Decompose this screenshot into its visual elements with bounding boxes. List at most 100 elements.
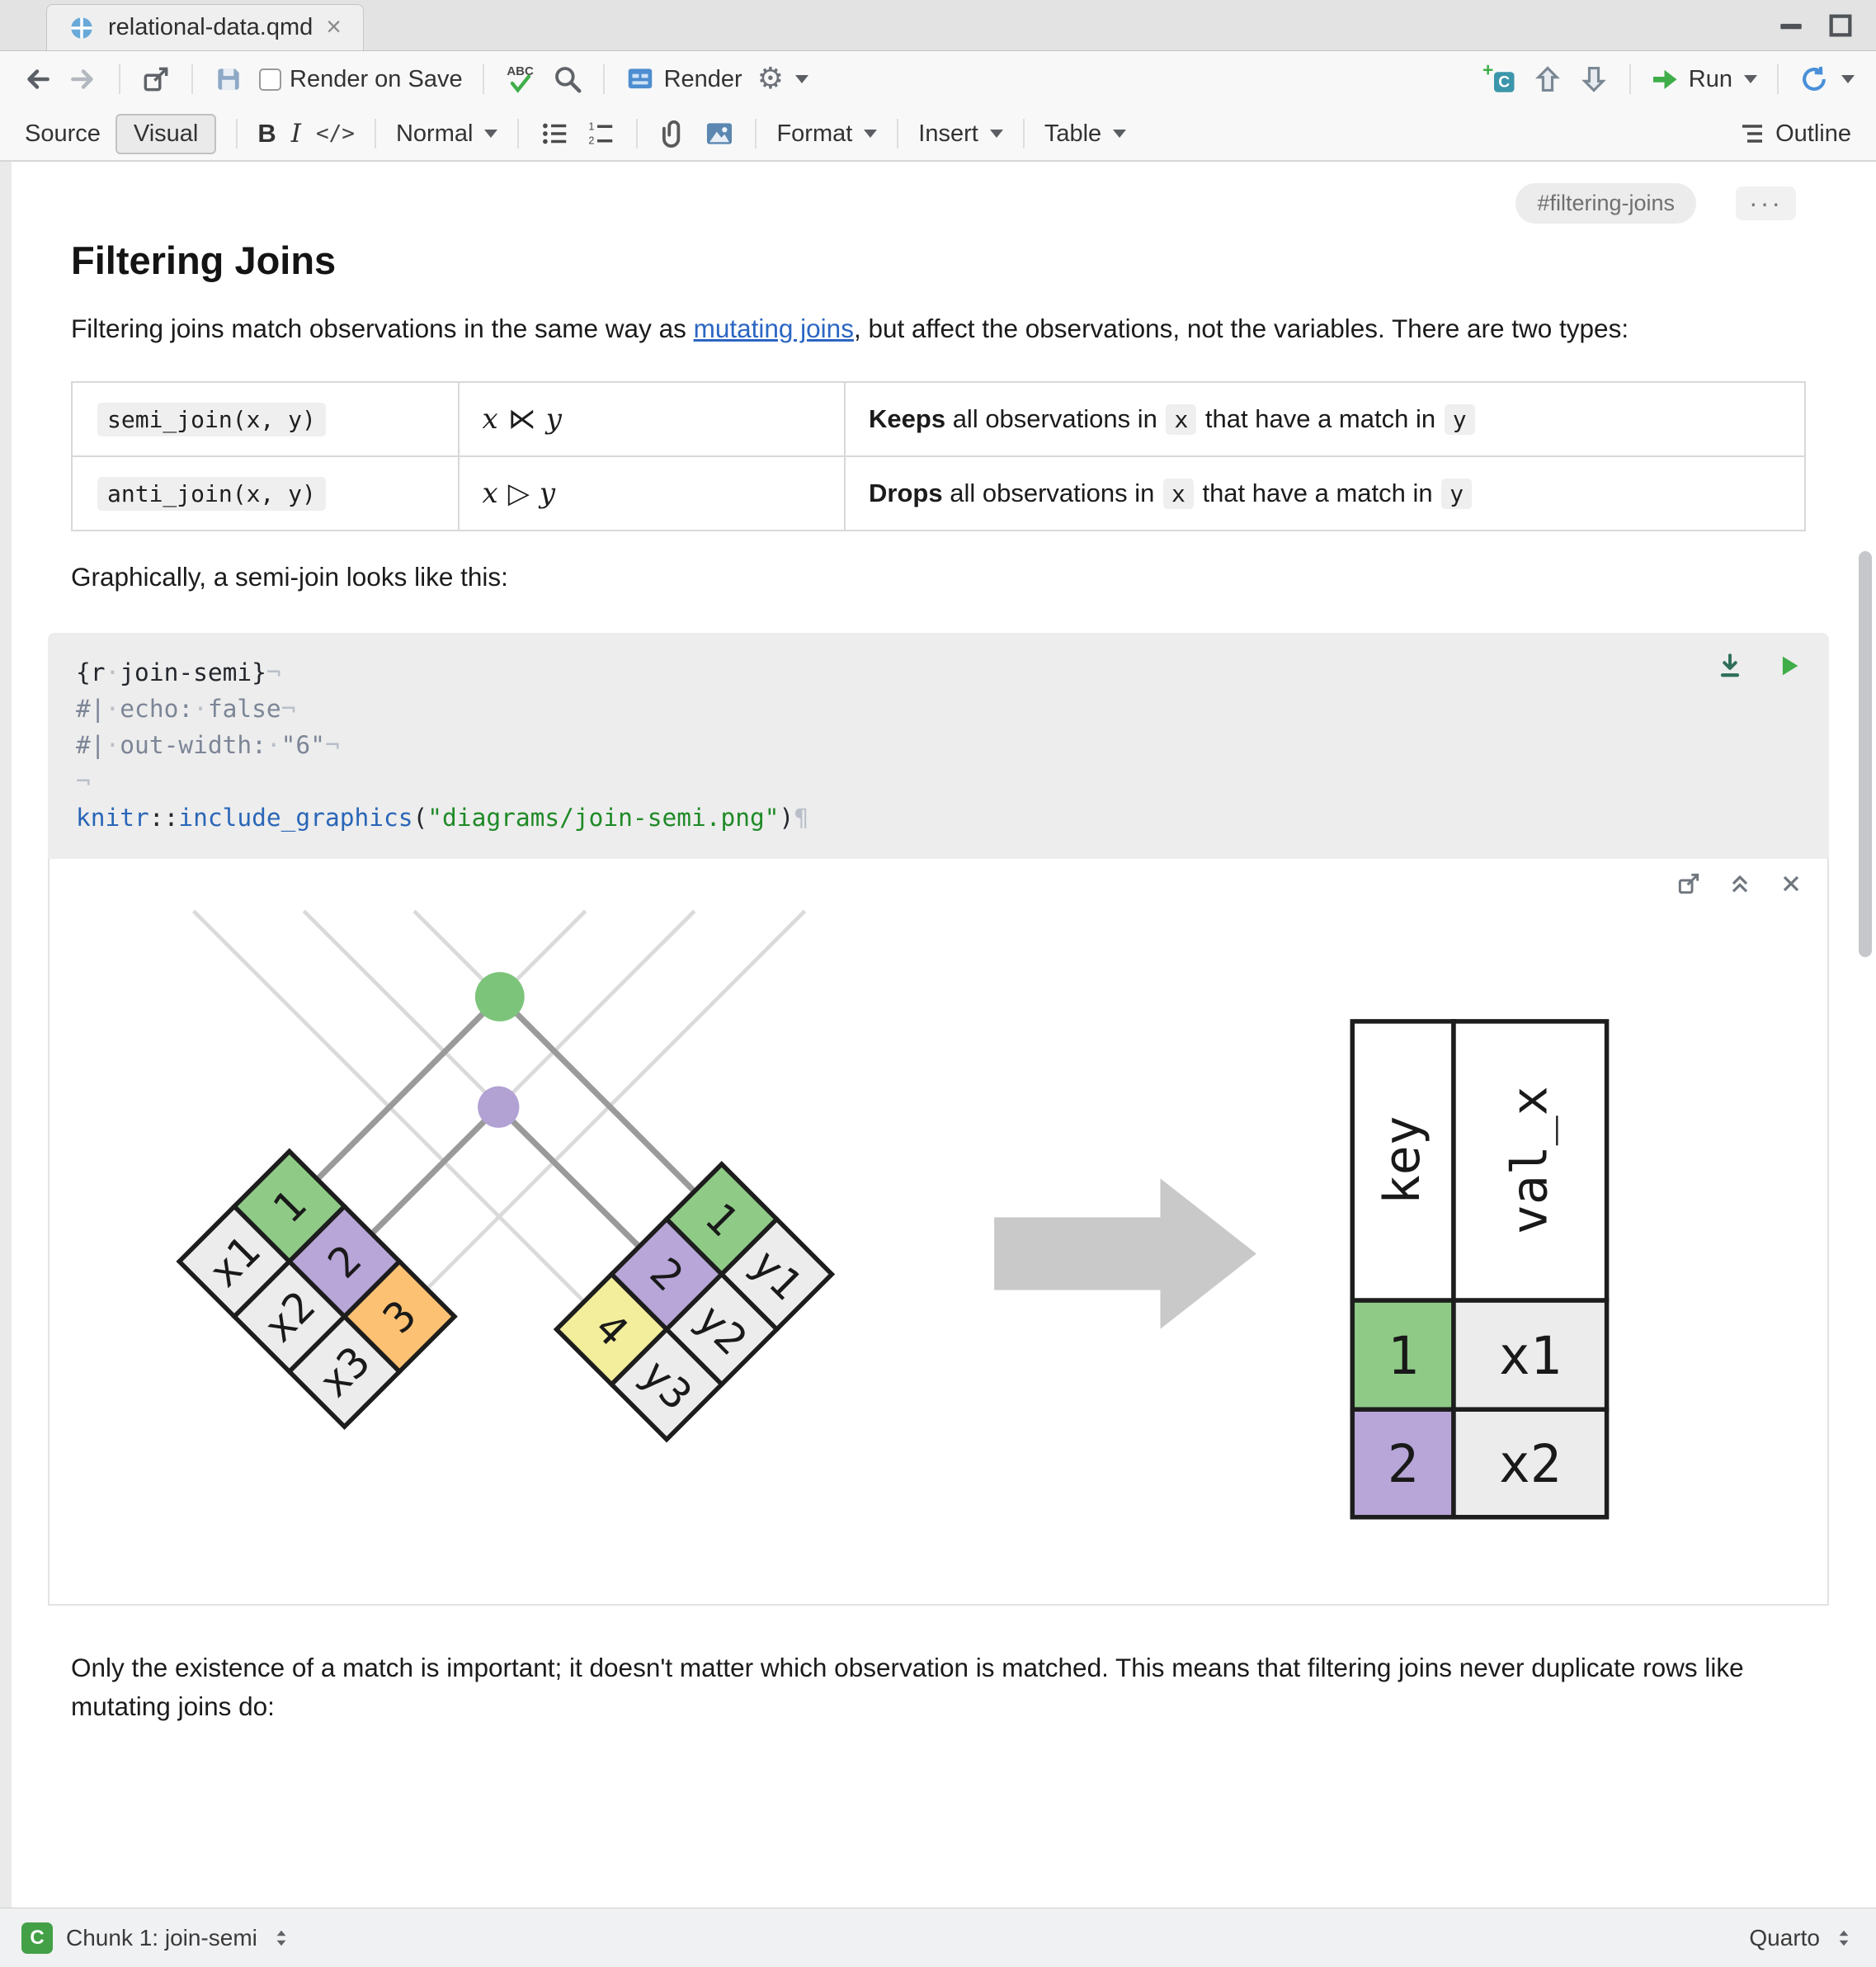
insert-menu[interactable]: Insert: [918, 120, 1003, 148]
italic-button[interactable]: I: [290, 119, 301, 149]
join-types-table: semi_join(x, y) x⋉y Keeps all observatio…: [71, 381, 1806, 531]
collapse-output-icon[interactable]: [1727, 870, 1753, 897]
toolbar-separator: [897, 119, 899, 149]
table-menu[interactable]: Table: [1044, 120, 1127, 148]
tab-relational-data[interactable]: relational-data.qmd ×: [46, 4, 364, 50]
clear-output-icon[interactable]: [1778, 870, 1804, 897]
inline-code: y: [1444, 404, 1475, 435]
code-line[interactable]: knitr::include_graphics("diagrams/join-s…: [76, 804, 809, 832]
save-icon[interactable]: [213, 64, 244, 95]
link-icon[interactable]: [658, 118, 689, 149]
inline-code-button[interactable]: </>: [316, 121, 355, 146]
render-on-save-checkbox[interactable]: [259, 68, 281, 91]
gear-icon: ⚙: [757, 62, 784, 96]
graphically-paragraph[interactable]: Graphically, a semi-join looks like this…: [71, 562, 508, 592]
image-icon[interactable]: [704, 118, 735, 149]
anti-join-operator: ▷: [507, 477, 530, 510]
math-var: x: [482, 403, 498, 436]
join-semi-diagram: x1 x2 x3 1 2 3: [176, 909, 1610, 1520]
open-in-window-icon[interactable]: [1676, 870, 1702, 897]
code-line[interactable]: #|·out-width:·"6"¬: [76, 731, 340, 759]
inline-code: y: [1441, 479, 1473, 509]
source-document-dropdown[interactable]: [1798, 64, 1855, 95]
render-options-dropdown[interactable]: ⚙: [757, 64, 808, 94]
main-toolbar: Render on Save ABC Render ⚙ +C: [0, 51, 1876, 107]
source-mode-button[interactable]: Source: [25, 120, 101, 148]
insert-chunk-icon[interactable]: +C: [1482, 62, 1517, 97]
code-chunk-join-semi[interactable]: {r·join-semi}¬ #|·echo:·false¬ #|·out-widt…: [48, 633, 1829, 859]
result-cell: 2: [1388, 1434, 1419, 1494]
inline-code[interactable]: anti_join(x, y): [97, 477, 326, 511]
page-title[interactable]: Filtering Joins: [71, 238, 337, 282]
match-dot-purple: [478, 1086, 520, 1128]
bold-button[interactable]: B: [257, 119, 276, 148]
chunk-selector[interactable]: C Chunk 1: join-semi: [21, 1922, 292, 1954]
outline-button[interactable]: Outline: [1737, 119, 1851, 149]
run-previous-chunks-icon[interactable]: [1532, 64, 1563, 95]
svg-text:+: +: [1482, 62, 1493, 81]
section-anchor-badge[interactable]: #filtering-joins: [1515, 182, 1697, 224]
bullet-list-icon[interactable]: [539, 118, 570, 149]
visual-mode-button[interactable]: Visual: [115, 113, 217, 154]
join-desc-cell[interactable]: Drops all observations in x that have a …: [844, 455, 1806, 531]
join-desc-cell[interactable]: Keeps all observations in x that have a …: [844, 381, 1806, 457]
outline-label: Outline: [1775, 120, 1851, 147]
code-line[interactable]: #|·echo:·false¬: [76, 695, 296, 723]
existence-paragraph[interactable]: Only the existence of a match is importa…: [71, 1652, 1744, 1721]
join-fn-cell[interactable]: anti_join(x, y): [71, 455, 460, 531]
join-math-cell[interactable]: x▷y: [457, 455, 846, 531]
toolbar-separator: [374, 119, 376, 149]
intro-paragraph[interactable]: Filtering joins match observations in th…: [71, 309, 1806, 348]
y-table: 1 2 4 y1 y2 y3: [553, 1161, 836, 1443]
paragraph-style-dropdown[interactable]: Normal: [395, 120, 498, 148]
run-button[interactable]: Run: [1651, 64, 1757, 94]
inline-code[interactable]: semi_join(x, y): [97, 403, 326, 436]
render-on-save-toggle[interactable]: Render on Save: [259, 66, 463, 93]
editor-mode-selector[interactable]: Quarto: [1749, 1925, 1855, 1951]
result-table: key val_x 1 x1 2 x2: [1350, 1019, 1610, 1520]
code-line[interactable]: {r·join-semi}¬: [76, 658, 281, 686]
mutating-joins-link[interactable]: mutating joins: [693, 314, 854, 343]
desc-text: that have a match in: [1198, 404, 1443, 433]
join-fn-cell[interactable]: semi_join(x, y): [71, 381, 460, 457]
insert-menu-label: Insert: [918, 120, 978, 147]
run-all-chunks-above-icon[interactable]: [1715, 651, 1745, 681]
run-icon: [1651, 64, 1680, 94]
status-bar: C Chunk 1: join-semi Quarto: [0, 1908, 1876, 1967]
minimize-pane-icon[interactable]: [1777, 12, 1805, 40]
forward-icon[interactable]: [68, 64, 99, 95]
svg-text:C: C: [1498, 74, 1510, 92]
svg-text:2: 2: [589, 135, 595, 147]
chunk-output-toolbar: [1676, 870, 1804, 897]
run-chunk-icon[interactable]: [1775, 652, 1803, 680]
code-chunk-lines[interactable]: {r·join-semi}¬ #|·echo:·false¬ #|·out-widt…: [76, 654, 1801, 836]
stepper-icon: [1833, 1927, 1855, 1949]
tab-close-icon[interactable]: ×: [326, 11, 342, 41]
toolbar-separator: [1629, 64, 1631, 94]
maximize-pane-icon[interactable]: [1827, 12, 1855, 40]
math-var: y: [539, 477, 556, 510]
paragraph-style-label: Normal: [395, 120, 474, 147]
section-more-button[interactable]: ···: [1736, 186, 1796, 220]
x-table: x1 x2 x3 1 2 3: [176, 1148, 458, 1430]
search-icon[interactable]: [552, 64, 583, 95]
scrollbar-thumb[interactable]: [1859, 551, 1872, 957]
format-menu[interactable]: Format: [776, 120, 878, 148]
run-next-chunks-icon[interactable]: [1578, 64, 1610, 95]
popout-window-icon[interactable]: [140, 64, 172, 95]
spellcheck-icon[interactable]: ABC: [504, 63, 537, 96]
toolbar-separator: [119, 64, 120, 94]
join-math-cell[interactable]: x⋉y: [457, 381, 846, 457]
back-icon[interactable]: [21, 64, 53, 95]
result-arrow: [994, 1178, 1256, 1329]
render-button[interactable]: Render: [625, 64, 742, 95]
visual-editor-canvas: #filtering-joins ··· Filtering Joins Fil…: [0, 162, 1876, 1908]
tab-title: relational-data.qmd: [108, 14, 313, 40]
chunk-language-badge: C: [21, 1922, 53, 1954]
chevron-down-icon: [864, 130, 878, 138]
code-line[interactable]: ¬: [76, 767, 91, 795]
chevron-down-icon: [989, 130, 1003, 138]
chunk-toolbar: [1715, 651, 1803, 681]
